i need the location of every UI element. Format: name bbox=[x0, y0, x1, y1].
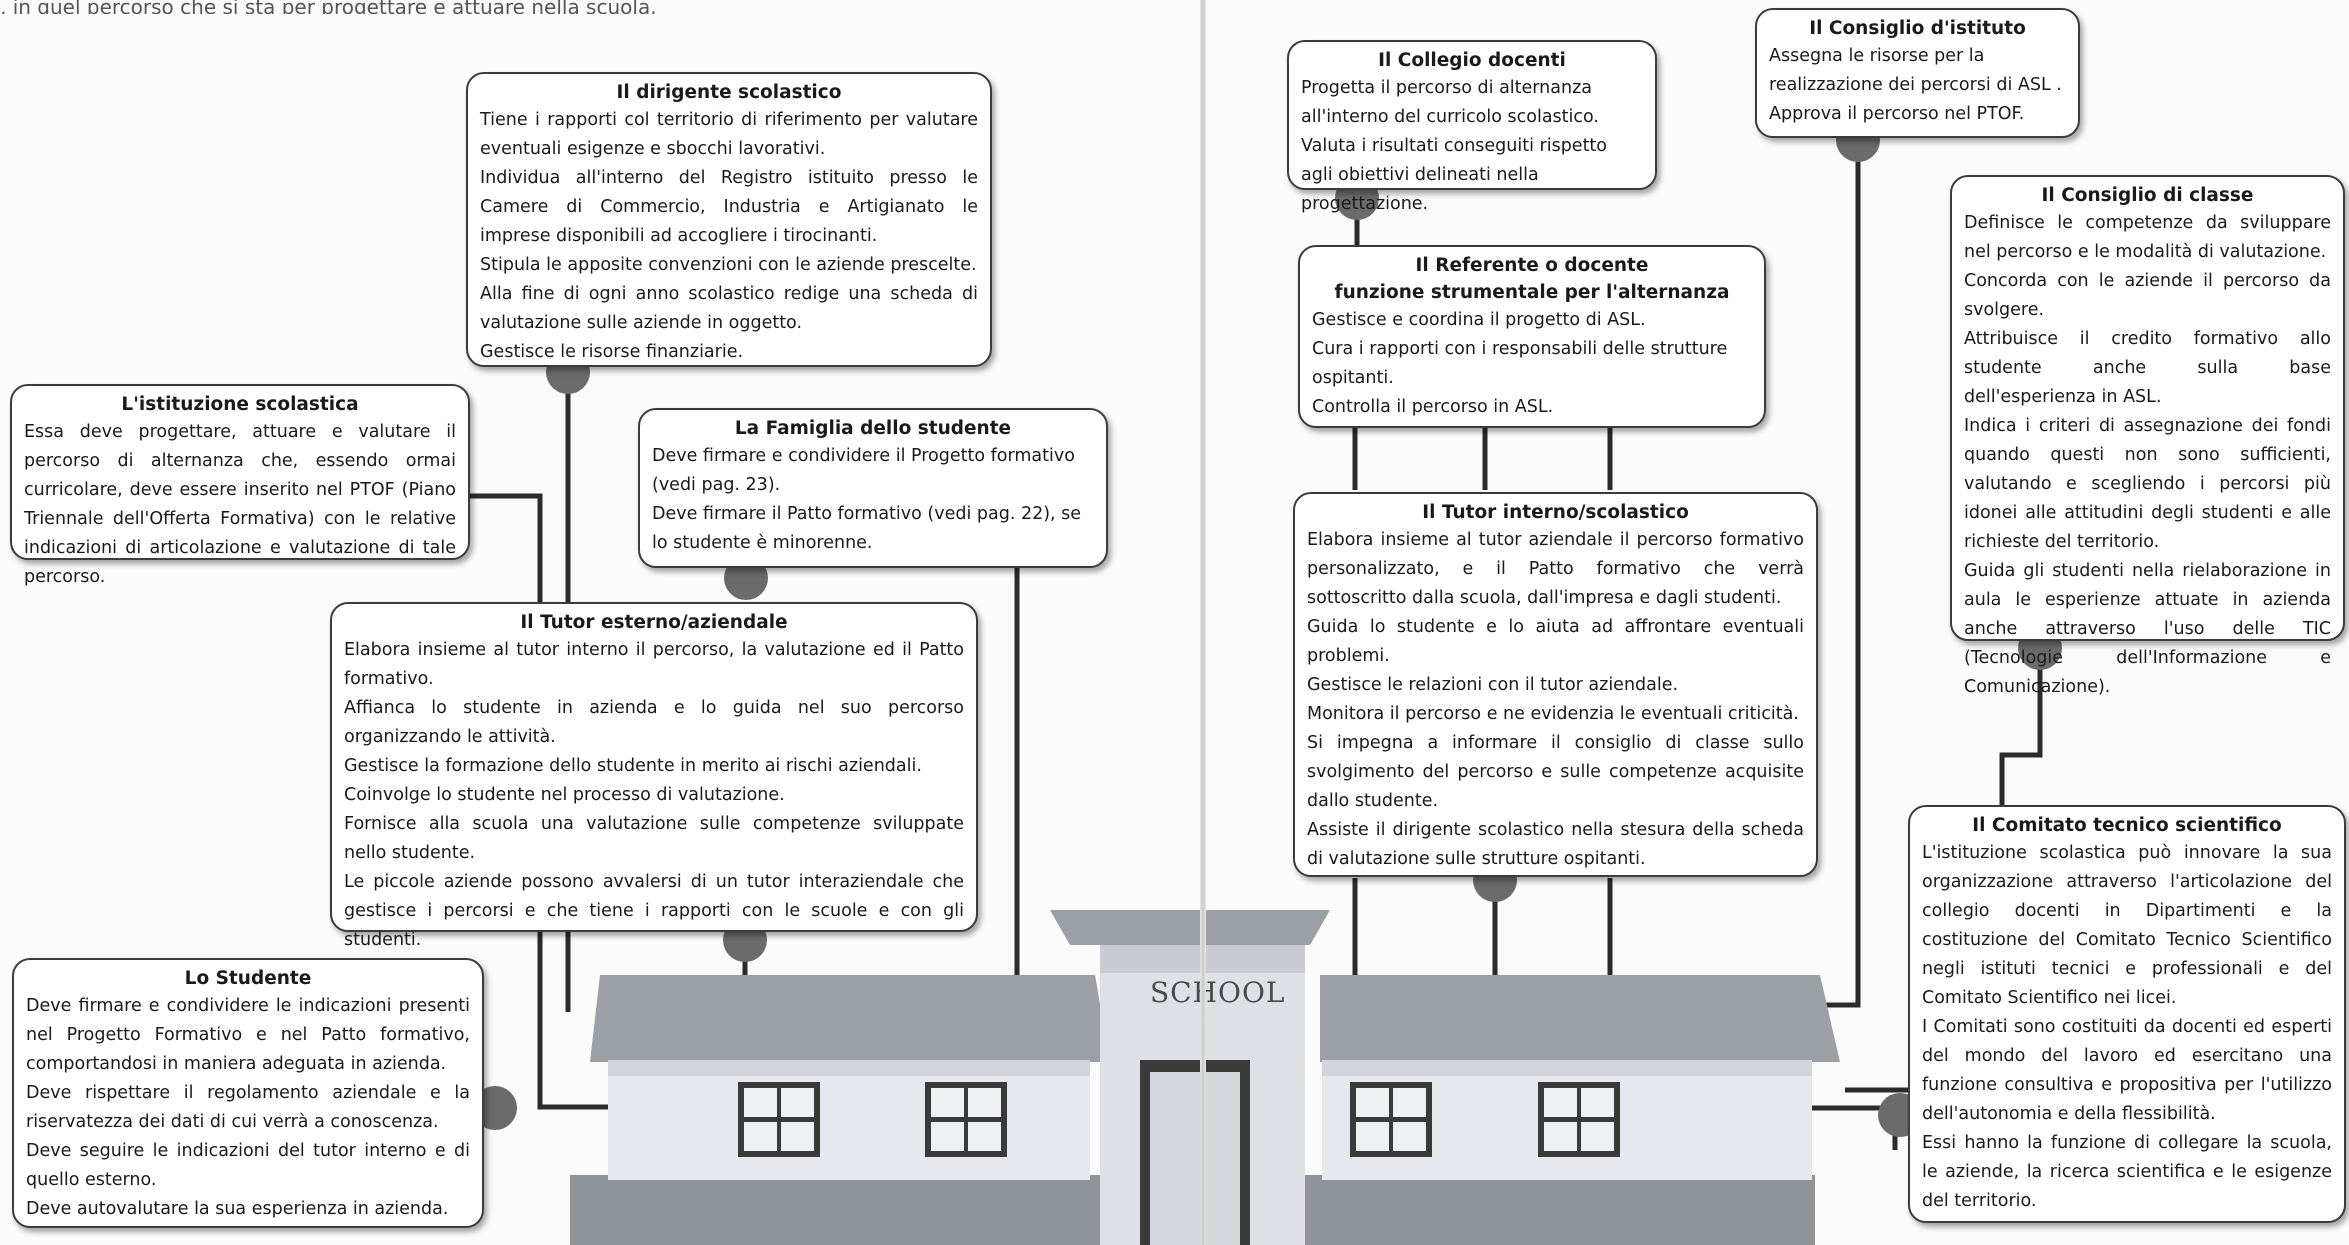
box-title: Il Consiglio d'istituto bbox=[1809, 18, 2026, 39]
box-title: Il Referente o docente bbox=[1415, 255, 1649, 276]
box-line: Assegna le risorse per la realizzazione … bbox=[1769, 46, 2062, 95]
box-line: Si impegna a informare il consiglio di c… bbox=[1307, 733, 1804, 811]
box-line: Alla fine di ogni anno scolastico redige… bbox=[480, 284, 978, 333]
box-line: Stipula le apposite convenzioni con le a… bbox=[480, 255, 977, 275]
box-line: Controlla il percorso in ASL. bbox=[1312, 397, 1554, 417]
box-line: Approva il percorso nel PTOF. bbox=[1769, 104, 2025, 124]
box-line: Affianca lo studente in azienda e lo gui… bbox=[344, 698, 964, 747]
box-referente: Il Referente o docente funzione strument… bbox=[1298, 245, 1766, 428]
box-studente: Lo Studente Deve firmare e condividere l… bbox=[12, 958, 484, 1228]
box-line: Gestisce la formazione dello studente in… bbox=[344, 756, 922, 776]
box-line: Valuta i risultati conseguiti rispetto a… bbox=[1301, 136, 1607, 214]
box-famiglia-studente: La Famiglia dello studente Deve firmare … bbox=[638, 408, 1108, 568]
box-line: Gestisce le risorse finanziarie. bbox=[480, 342, 744, 362]
box-line: Gestisce le relazioni con il tutor azien… bbox=[1307, 675, 1679, 695]
box-title: Il Comitato tecnico scientifico bbox=[1972, 815, 2282, 836]
box-title: L'istituzione scolastica bbox=[121, 394, 359, 415]
box-line: Le piccole aziende possono avvalersi di … bbox=[344, 872, 964, 950]
box-line: Gestisce e coordina il progetto di ASL. bbox=[1312, 310, 1646, 330]
box-line: Deve autovalutare la sua esperienza in a… bbox=[26, 1199, 449, 1219]
box-comitato-tecnico-scientifico: Il Comitato tecnico scientifico L'istitu… bbox=[1908, 805, 2346, 1223]
box-line: Fornisce alla scuola una valutazione sul… bbox=[344, 814, 964, 863]
box-line: Coinvolge lo studente nel processo di va… bbox=[344, 785, 785, 805]
box-line: Cura i rapporti con i responsabili delle… bbox=[1312, 339, 1728, 388]
box-line: Elabora insieme al tutor interno il perc… bbox=[344, 640, 964, 689]
box-line: Monitora il percorso e ne evidenzia le e… bbox=[1307, 704, 1799, 724]
box-istituzione-scolastica: L'istituzione scolastica Essa deve proge… bbox=[10, 384, 470, 587]
box-tutor-esterno: Il Tutor esterno/aziendale Elabora insie… bbox=[330, 602, 978, 950]
box-consiglio-classe: Il Consiglio di classe Definisce le comp… bbox=[1950, 175, 2345, 697]
box-tutor-interno: Il Tutor interno/scolastico Elabora insi… bbox=[1293, 492, 1818, 877]
box-line: Definisce le competenze da sviluppare ne… bbox=[1964, 213, 2331, 262]
box-title: La Famiglia dello studente bbox=[734, 418, 1012, 439]
box-line: L'istituzione scolastica può innovare la… bbox=[1922, 843, 2332, 1008]
box-dirigente-scolastico: Il dirigente scolastico Tiene i rapporti… bbox=[466, 72, 992, 367]
box-line: Individua all'interno del Registro istit… bbox=[480, 168, 978, 246]
box-line: Assiste il dirigente scolastico nella st… bbox=[1307, 820, 1804, 869]
box-line: Tiene i rapporti col territorio di rifer… bbox=[480, 110, 978, 159]
box-line: Progetta il percorso di alternanza all'i… bbox=[1301, 78, 1599, 127]
box-line: Attribuisce il credito formativo allo st… bbox=[1964, 329, 2331, 407]
box-line: I Comitati sono costituiti da docenti ed… bbox=[1922, 1017, 2332, 1124]
box-line: Deve firmare il Patto formativo (vedi pa… bbox=[652, 504, 1082, 553]
box-line: Deve rispettare il regolamento aziendale… bbox=[26, 1083, 470, 1132]
box-title: Il Tutor esterno/aziendale bbox=[520, 612, 788, 633]
box-line: Essi hanno la funzione di collegare la s… bbox=[1922, 1133, 2332, 1211]
box-consiglio-istituto: Il Consiglio d'istituto Assegna le risor… bbox=[1755, 8, 2080, 138]
box-title: Lo Studente bbox=[184, 968, 312, 989]
box-title: Il Collegio docenti bbox=[1378, 50, 1566, 71]
box-line: Guida lo studente e lo aiuta ad affronta… bbox=[1307, 617, 1804, 666]
box-line: Deve seguire le indicazioni del tutor in… bbox=[26, 1141, 470, 1190]
box-line: Essa deve progettare, attuare e valutare… bbox=[24, 422, 456, 587]
school-sign: SCHOOL bbox=[1150, 976, 1286, 1009]
box-title: Il dirigente scolastico bbox=[616, 82, 842, 103]
box-subtitle: funzione strumentale per l'alternanza bbox=[1334, 282, 1730, 303]
box-title: Il Consiglio di classe bbox=[2041, 185, 2254, 206]
box-collegio-docenti: Il Collegio docenti Progetta il percorso… bbox=[1287, 40, 1657, 214]
book-spine bbox=[1200, 0, 1206, 1245]
box-line: Deve firmare e condividere le indicazion… bbox=[26, 996, 470, 1074]
box-line: Elabora insieme al tutor aziendale il pe… bbox=[1307, 530, 1804, 608]
box-line: Indica i criteri di assegnazione dei fon… bbox=[1964, 416, 2331, 552]
box-line: Guida gli studenti nella rielaborazione … bbox=[1964, 561, 2331, 697]
box-line: Concorda con le aziende il percorso da s… bbox=[1964, 271, 2331, 320]
box-line: Deve firmare e condividere il Progetto f… bbox=[652, 446, 1075, 495]
page-header-fragment: , in quel percorso che si sta per proget… bbox=[0, 0, 657, 14]
box-title: Il Tutor interno/scolastico bbox=[1422, 502, 1689, 523]
